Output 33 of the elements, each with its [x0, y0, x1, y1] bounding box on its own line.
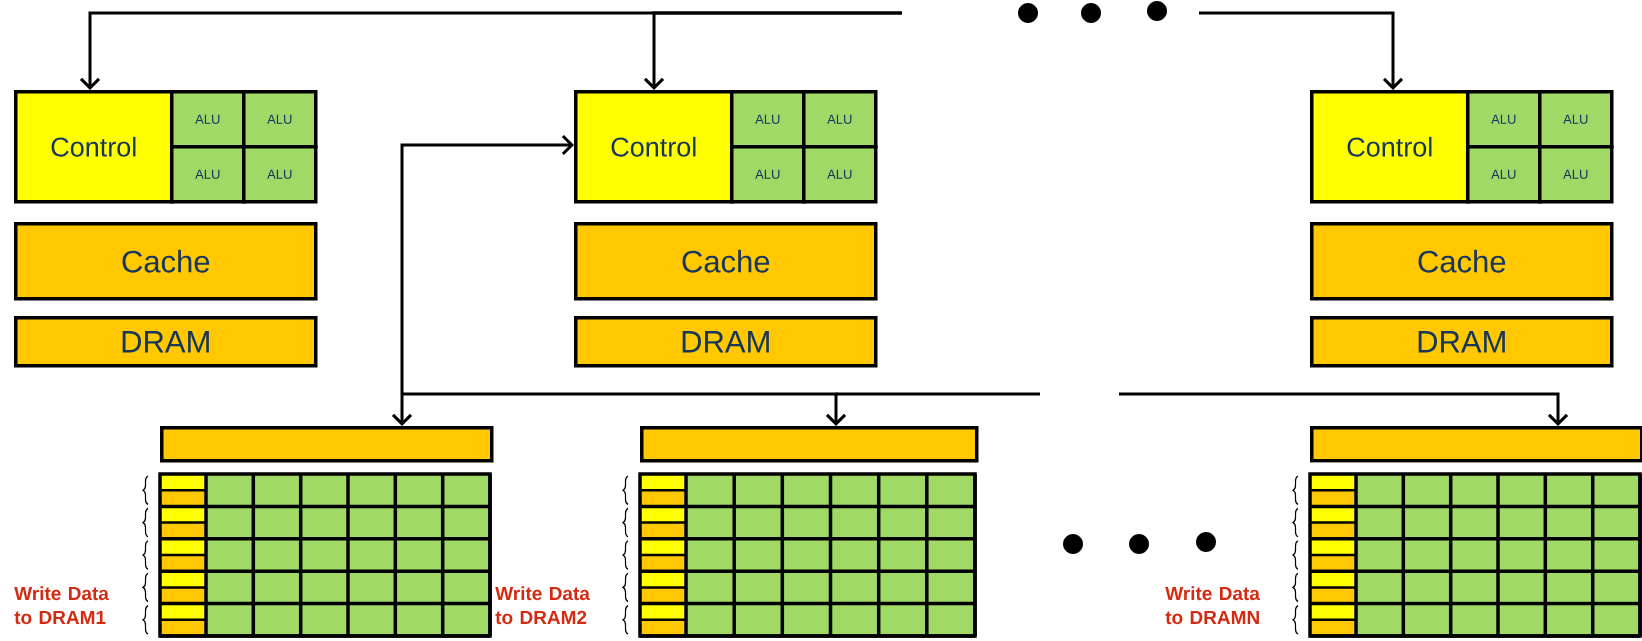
cache-box: Cache: [1310, 222, 1614, 301]
control-box: Control: [574, 90, 734, 204]
memory-bar: [1310, 426, 1642, 463]
write-data-label: Write Data to DRAMN: [1165, 586, 1260, 625]
arrow: [1199, 11, 1404, 90]
alu-cell: ALU: [802, 145, 878, 204]
alu-cell: ALU: [730, 145, 806, 204]
dram-box: DRAM: [1310, 316, 1614, 368]
cache-box: Cache: [14, 222, 318, 301]
alu-cell: ALU: [1466, 145, 1542, 204]
dram-box: DRAM: [574, 316, 878, 368]
arrow: [400, 134, 574, 394]
alu-cell: ALU: [1538, 90, 1614, 149]
arrow: [402, 392, 847, 426]
alu-cell: ALU: [170, 90, 246, 149]
control-box: Control: [1310, 90, 1470, 204]
dram-box: DRAM: [14, 316, 318, 368]
alu-cell: ALU: [730, 90, 806, 149]
arrow: [643, 11, 902, 90]
arrow: [391, 394, 413, 426]
arrow: [1119, 392, 1569, 426]
memory-bar: [640, 426, 979, 463]
alu-cell: ALU: [1466, 90, 1542, 149]
alu-cell: ALU: [170, 145, 246, 204]
alu-cell: ALU: [802, 90, 878, 149]
write-data-label: Write Data to DRAM2: [495, 586, 590, 625]
cache-box: Cache: [574, 222, 878, 301]
alu-cell: ALU: [1538, 145, 1614, 204]
alu-cell: ALU: [242, 90, 318, 149]
memory-bar: [160, 426, 494, 463]
alu-cell: ALU: [242, 145, 318, 204]
control-box: Control: [14, 90, 174, 204]
write-data-label: Write Data to DRAM1: [14, 586, 109, 625]
